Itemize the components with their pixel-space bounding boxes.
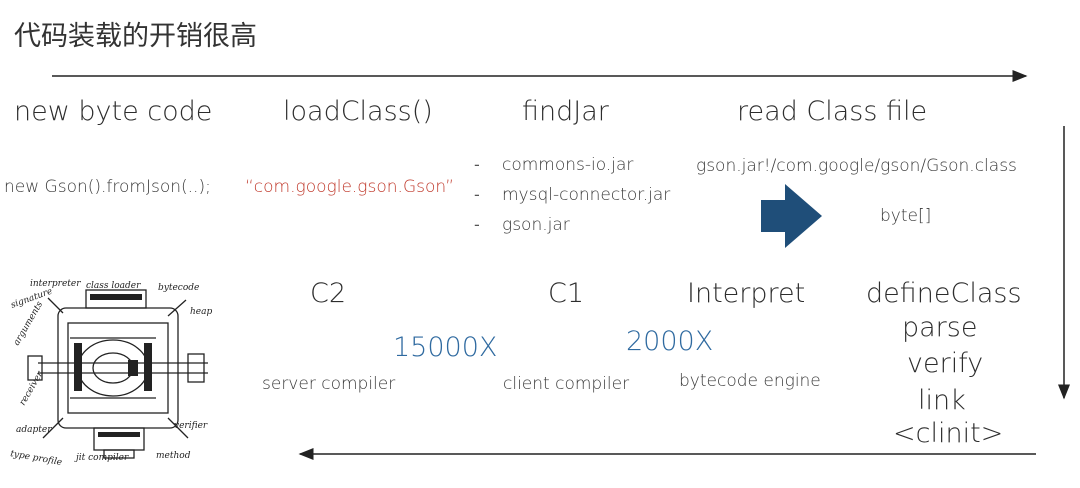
illustration-label: class loader [86,281,141,291]
right-block-arrow-icon [761,184,822,248]
speedup-c2: 15000X [393,332,498,363]
heading-new-byte-code: new byte code [14,96,213,127]
illustration-label: receiver [18,369,46,407]
class-path-text: gson.jar!/com.google/gson/Gson.class [696,156,1017,176]
illustration-label: verifier [174,421,208,431]
stage-c2: C2 [310,278,347,309]
jvm-machine-illustration: interpreter class loader bytecode signat… [9,279,212,468]
illustration-label: bytecode [158,283,199,293]
jar-dash: - [474,215,480,234]
illustration-label: method [156,451,191,461]
jar-item: mysql-connector.jar [502,185,671,205]
engine-client-compiler: client compiler [503,374,630,394]
stage-c1: C1 [548,278,585,309]
jar-dash: - [474,185,480,204]
define-step-clinit: <clinit> [893,418,1004,449]
define-step-verify: verify [907,348,984,379]
byte-array-text: byte[] [880,206,932,226]
define-step-link: link [918,385,966,416]
new-code-text: new Gson().fromJson(..); [4,177,211,197]
slide-title: 代码装载的开销很高 [14,21,257,52]
illustration-label: heap [190,307,212,317]
stage-defineclass: defineClass [866,278,1022,309]
illustration-label: type profile [9,449,62,468]
engine-bytecode-engine: bytecode engine [679,371,821,391]
class-name-string: “com.google.gson.Gson” [245,177,455,197]
illustration-label: adapter [16,425,52,435]
engine-server-compiler: server compiler [262,374,396,394]
stage-interpret: Interpret [687,278,806,309]
heading-read-class-file: read Class file [737,96,928,127]
heading-loadclass: loadClass() [283,96,433,127]
illustration-label: jit compiler [74,453,129,463]
speedup-c1: 2000X [626,326,714,357]
jar-dash: - [474,155,480,174]
jar-item: gson.jar [502,215,570,235]
jar-item: commons-io.jar [502,155,634,175]
heading-findjar: findJar [522,96,609,127]
illustration-label: interpreter [30,279,81,289]
define-step-parse: parse [902,312,978,343]
